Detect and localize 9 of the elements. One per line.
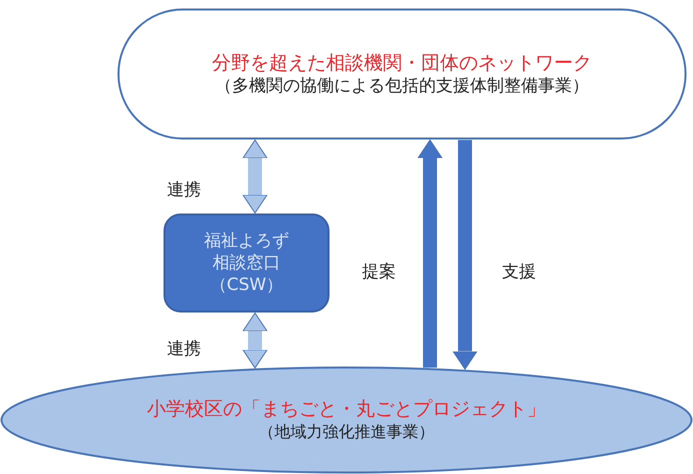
arrow	[452, 140, 478, 370]
node-subtitle: （地域力強化推進事業）	[258, 422, 434, 443]
node-subtitle: （多機関の協働による包括的支援体制整備事業）	[215, 75, 589, 98]
node-title: 分野を超えた相談機関・団体のネットワーク	[212, 50, 592, 76]
node-title: 福祉よろず相談窓口（CSW）	[203, 230, 290, 296]
node-title: 小学校区の「まちごと・丸ごとプロジェクト」	[147, 397, 546, 422]
arrow	[242, 312, 268, 368]
arrow	[418, 140, 442, 368]
arrow	[242, 140, 268, 214]
